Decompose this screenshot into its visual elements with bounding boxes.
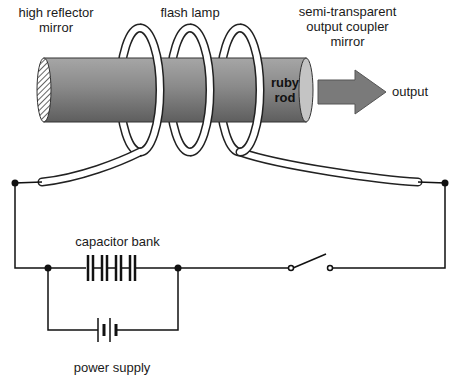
- part-name: ruby rod: [264, 75, 306, 105]
- part-label: capacitor bank: [60, 234, 175, 249]
- output-coupler-mirror: [299, 58, 313, 122]
- circuit-wires: [15, 182, 445, 330]
- output-label: output: [392, 84, 456, 99]
- capacitor-bank-symbol: [88, 255, 142, 281]
- part-label: flash lamp: [150, 5, 230, 20]
- junction-dots: [12, 180, 449, 272]
- switch-symbol: [289, 254, 333, 271]
- part-label: semi-transparent output coupler mirror: [290, 4, 405, 49]
- rod-drawing: [40, 58, 310, 122]
- part-label: high reflector mirror: [6, 5, 106, 35]
- ruby-rod: ruby rod: [40, 58, 310, 122]
- flash-lamp-front: [140, 28, 260, 152]
- part-label: power supply: [52, 360, 172, 375]
- high-reflector-mirror: [37, 58, 51, 122]
- output-arrow: [318, 70, 386, 114]
- battery-symbol: [98, 318, 122, 342]
- flash-lamp-back: [42, 28, 418, 182]
- rod-body: [44, 58, 306, 122]
